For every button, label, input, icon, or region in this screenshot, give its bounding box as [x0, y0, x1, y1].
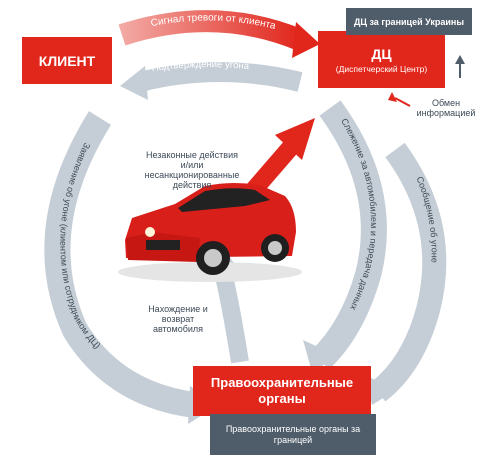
claim-arrow	[44, 111, 197, 418]
exchange-red-arrowhead	[388, 92, 397, 102]
dc-title: ДЦ	[371, 45, 392, 62]
confirm-label: Подтверждение угона	[151, 59, 250, 74]
police-abroad-label: Правоохранительные органы за границей	[225, 423, 361, 445]
dc-abroad-label: ДЦ за границей Украины	[353, 16, 465, 27]
report-arrowhead	[365, 375, 396, 405]
tracking-arrowhead	[303, 340, 338, 372]
recovery-arrow	[213, 265, 249, 364]
report-arrow	[370, 142, 447, 402]
police-node: Правоохранительные органы	[193, 366, 371, 416]
police-abroad-node: Правоохранительные органы за границей	[210, 414, 376, 455]
illegal-label: Незаконные действия и/или несанкциониров…	[144, 150, 240, 190]
confirm-arrowhead	[120, 66, 148, 100]
exchange-label: Обмен информацией	[416, 98, 476, 118]
alarm-arrowhead	[292, 22, 320, 58]
exchange-up-arrowhead	[455, 55, 465, 64]
dc-node: ДЦ (Диспетчерский Центр)	[318, 31, 445, 88]
police-label: Правоохранительные органы	[210, 375, 354, 406]
confirm-arrow	[137, 62, 303, 92]
tracking-arrow	[310, 100, 387, 370]
dc-subtitle: (Диспетчерский Центр)	[335, 63, 428, 74]
illegal-arrowhead	[275, 118, 315, 160]
car-image	[118, 183, 302, 282]
alarm-arrow	[118, 10, 305, 51]
client-label: КЛИЕНТ	[38, 52, 96, 69]
recovery-label: Нахождение и возврат автомобиля	[148, 304, 208, 334]
dc-abroad-node: ДЦ за границей Украины	[346, 8, 472, 35]
client-node: КЛИЕНТ	[22, 37, 112, 84]
exchange-red-arrow	[394, 97, 411, 107]
